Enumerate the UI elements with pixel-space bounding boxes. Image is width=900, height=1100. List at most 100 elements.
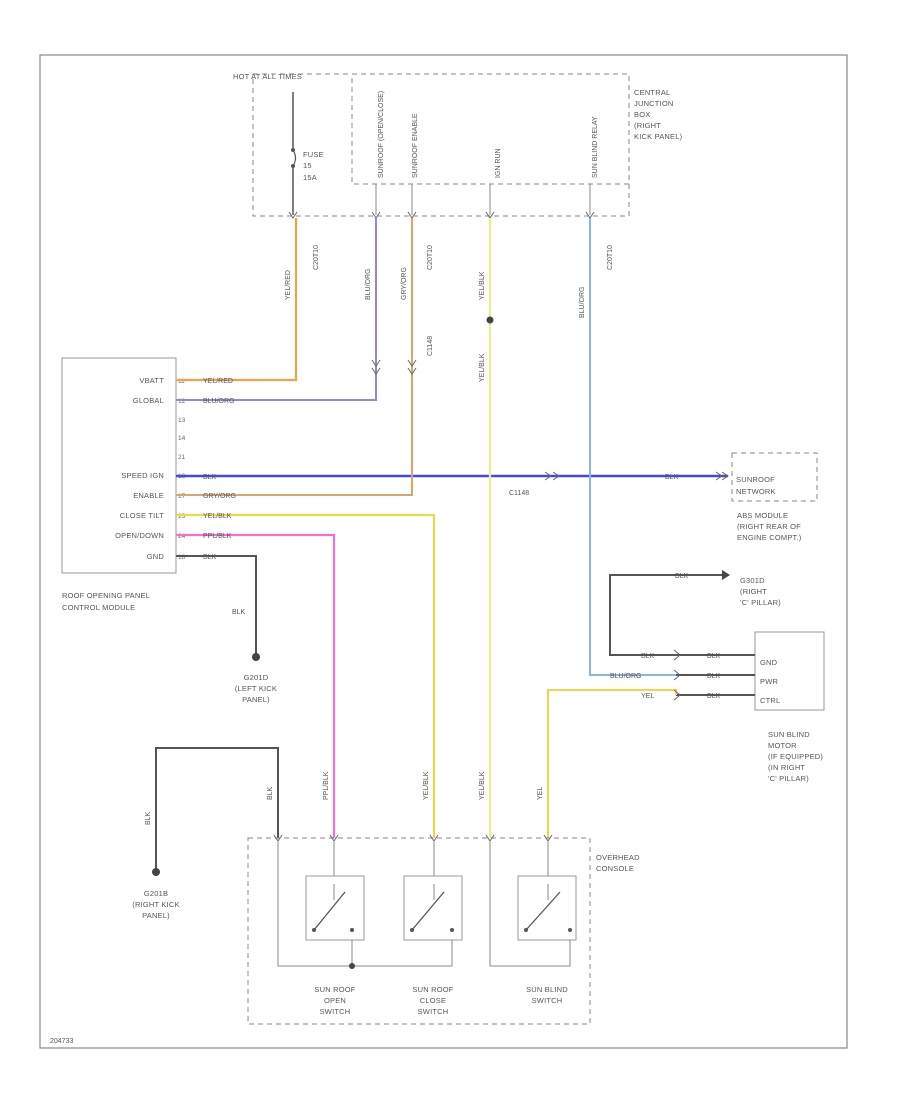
right-kick-ground-dot [152, 868, 160, 876]
svg-text:SUN BLIND: SUN BLIND [768, 730, 810, 739]
svg-text:SUNROOF ENABLE: SUNROOF ENABLE [412, 113, 419, 178]
top-connector-marks [288, 211, 595, 219]
module-pin-label: OPEN/DOWN [115, 531, 164, 540]
module-pin-number: 17 [178, 493, 186, 500]
central-junction-box-label: CENTRAL JUNCTION BOX (RIGHT KICK PANEL) [634, 88, 683, 141]
module-pin-number: 11 [178, 378, 185, 385]
module-pin-number: 23 [178, 513, 186, 520]
svg-text:NETWORK: NETWORK [736, 487, 776, 496]
svg-text:C1148: C1148 [427, 336, 434, 356]
diagram-frame [39, 54, 848, 1049]
svg-text:BLU/ORG: BLU/ORG [610, 673, 642, 680]
switch-labels: SUN ROOF OPEN SWITCH SUN ROOF CLOSE SWIT… [314, 985, 568, 1016]
module-pin-number: 21 [178, 454, 186, 461]
module-wire-labels: YEL/RED BLU/ORG BLK GRY/ORG YEL/BLK PPL/… [203, 378, 236, 561]
svg-text:'C' PILLAR): 'C' PILLAR) [740, 598, 781, 607]
sun-blind-wire-labels: BLK BLU/ORG YEL BLK BLK BLK [610, 653, 721, 700]
svg-text:(LEFT KICK: (LEFT KICK [235, 684, 277, 693]
sun-blind-switch [517, 875, 577, 941]
mid-connector-marks [371, 359, 560, 481]
svg-text:GRY/ORG: GRY/ORG [401, 267, 408, 300]
svg-text:(RIGHT: (RIGHT [634, 121, 661, 130]
right-kick-ground-wire [155, 747, 279, 870]
wire-ppl-blk [176, 533, 336, 838]
svg-text:JUNCTION: JUNCTION [634, 99, 674, 108]
svg-text:SWITCH: SWITCH [532, 996, 563, 1005]
network-connector-mark [715, 471, 729, 481]
right-kick-ground-label: G201B (RIGHT KICK PANEL) [132, 889, 179, 920]
svg-text:GND: GND [760, 658, 778, 667]
fuse-label: FUSE [303, 150, 324, 159]
sun-roof-open-switch [305, 875, 365, 941]
sun-blind-connector-marks [673, 649, 681, 701]
svg-text:BLU/ORG: BLU/ORG [365, 268, 372, 300]
sunroof-network-label: SUNROOF NETWORK [736, 475, 776, 496]
c-pillar-ground-symbol [722, 570, 730, 580]
connector-label-2: C20T10 [427, 245, 434, 270]
c-pillar-ground-wire-label: BLK [675, 573, 689, 580]
svg-text:GRY/ORG: GRY/ORG [203, 493, 236, 500]
svg-text:G201B: G201B [144, 889, 168, 898]
svg-text:BLU/ORG: BLU/ORG [203, 398, 235, 405]
overhead-console [247, 837, 591, 1025]
svg-text:KICK PANEL): KICK PANEL) [634, 132, 683, 141]
svg-text:OPEN: OPEN [324, 996, 346, 1005]
svg-text:YEL/RED: YEL/RED [285, 270, 292, 300]
svg-text:G201D: G201D [244, 673, 269, 682]
svg-text:SUN ROOF: SUN ROOF [314, 985, 355, 994]
sunroof-network-box [731, 452, 818, 502]
svg-text:BLK: BLK [203, 474, 217, 481]
abs-module-label: ABS MODULE (RIGHT REAR OF ENGINE COMPT.) [737, 511, 802, 542]
svg-text:BLK: BLK [707, 673, 721, 680]
roof-opening-panel-control-module [61, 357, 177, 574]
module-pin-label: ENABLE [133, 491, 164, 500]
svg-text:(RIGHT KICK: (RIGHT KICK [132, 900, 179, 909]
svg-text:CONSOLE: CONSOLE [596, 864, 634, 873]
central-junction-box-inner [351, 73, 630, 185]
svg-text:YEL/RED: YEL/RED [203, 378, 233, 385]
svg-text:PWR: PWR [760, 677, 778, 686]
svg-text:BLK: BLK [707, 693, 721, 700]
svg-text:ENGINE COMPT.): ENGINE COMPT.) [737, 533, 802, 542]
svg-text:SUNROOF (OPEN/CLOSE): SUNROOF (OPEN/CLOSE) [378, 91, 385, 178]
svg-text:SUN BLIND: SUN BLIND [526, 985, 568, 994]
wire-yel-blk [176, 513, 436, 838]
sun-blind-label: SUN BLIND MOTOR (IF EQUIPPED) (IN RIGHT … [768, 730, 823, 783]
svg-text:C1148: C1148 [509, 490, 529, 497]
svg-text:BLK: BLK [641, 653, 655, 660]
wire-gry-org [176, 218, 413, 496]
module-pin-number: 12 [178, 398, 186, 405]
cjb-internal-lines [375, 184, 591, 215]
console-splice-dot [349, 963, 355, 969]
sun-blind-pins: GND PWR CTRL [760, 658, 780, 705]
svg-text:BLK: BLK [267, 786, 274, 800]
module-pin-label: CLOSE TILT [120, 511, 164, 520]
sunroof-network-wire: BLK [665, 474, 679, 481]
svg-text:ABS MODULE: ABS MODULE [737, 511, 788, 520]
fuse-15: FUSE 15 15A [291, 92, 324, 215]
module-pin-label: VBATT [139, 376, 164, 385]
svg-text:(RIGHT: (RIGHT [740, 587, 767, 596]
module-pin-number: 13 [178, 417, 186, 424]
vertical-wire-labels: YEL/RED BLU/ORG GRY/ORG YEL/BLK BLU/ORG … [285, 267, 586, 382]
svg-text:PANEL): PANEL) [242, 695, 270, 704]
svg-text:BOX: BOX [634, 110, 650, 119]
svg-text:G301D: G301D [740, 576, 765, 585]
sun-blind-motor [754, 631, 825, 711]
svg-text:(IN RIGHT: (IN RIGHT [768, 763, 805, 772]
svg-text:YEL/BLK: YEL/BLK [203, 513, 232, 520]
hot-at-all-times-label: HOT AT ALL TIMES [233, 72, 302, 81]
svg-text:YEL/BLK: YEL/BLK [479, 271, 486, 300]
svg-text:PPL/BLK: PPL/BLK [323, 771, 330, 800]
wire-yel-red [176, 218, 298, 382]
svg-text:CONTROL MODULE: CONTROL MODULE [62, 603, 135, 612]
ground-left-label: G201D (LEFT KICK PANEL) [235, 673, 277, 704]
svg-text:SWITCH: SWITCH [418, 1007, 449, 1016]
module-pin-number: 24 [178, 533, 186, 540]
svg-text:'C' PILLAR): 'C' PILLAR) [768, 774, 809, 783]
ground-left-dot [252, 653, 260, 661]
svg-text:CENTRAL: CENTRAL [634, 88, 670, 97]
svg-text:PPL/BLK: PPL/BLK [203, 533, 232, 540]
svg-text:IGN RUN: IGN RUN [495, 148, 502, 178]
